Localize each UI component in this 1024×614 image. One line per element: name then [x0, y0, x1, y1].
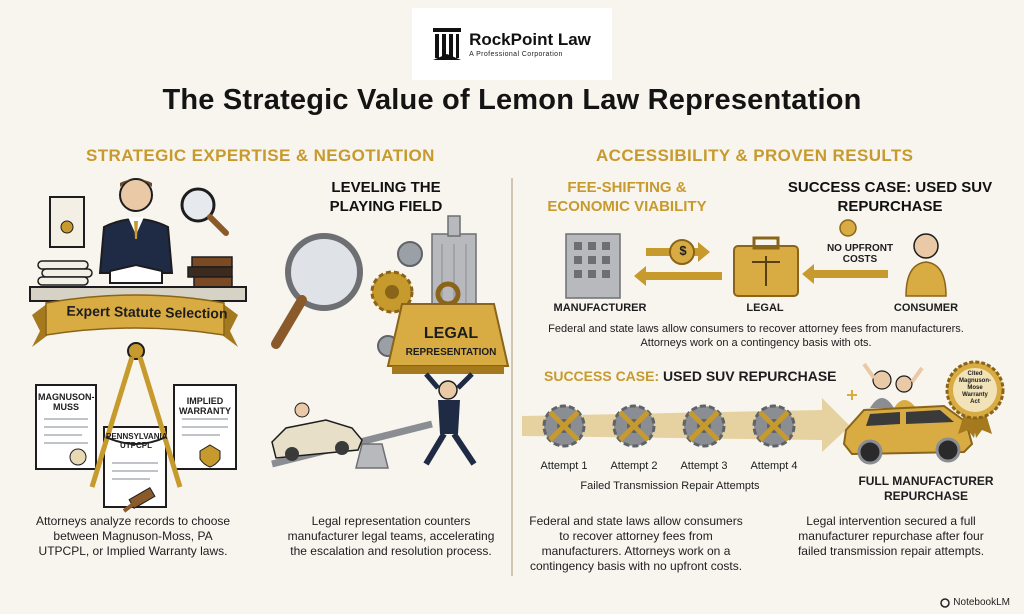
weight-label-legal: LEGAL [423, 325, 479, 342]
seal-icon [69, 448, 87, 466]
award-badge-label: Cited Magnuson-Mose Warranty Act [959, 371, 991, 405]
dollar-symbol: $ [679, 243, 687, 258]
attempt-label-1: Attempt 1 [540, 460, 588, 472]
left-caption-statutes: Attorneys analyze records to choose betw… [35, 514, 231, 558]
dollar-coin-icon [669, 239, 695, 265]
stacked-books-icon [187, 256, 233, 288]
ribbon-banner [45, 294, 225, 336]
right-caption-repurchase: Legal intervention secured a full manufa… [797, 514, 985, 558]
attorney-icon [98, 178, 174, 274]
page-title: The Strategic Value of Lemon Law Represe… [162, 84, 862, 116]
fee-shifting-title: FEE-SHIFTING & ECONOMIC VIABILITY [547, 179, 707, 215]
success-title-gold: SUCCESS CASE: [544, 368, 660, 384]
failed-gear-icon [542, 404, 586, 448]
suv-repurchase-illustration [842, 360, 1005, 465]
consumer-arrow-icon [802, 264, 888, 284]
gavel-icon [122, 486, 156, 513]
brand-logo: RockPoint Law A Professional Corporation [412, 8, 612, 80]
consumer-icon [905, 233, 947, 297]
attempt-label-4: Attempt 4 [750, 460, 798, 472]
large-magnifier-icon [271, 233, 363, 349]
brand-name: RockPoint Law [469, 30, 591, 49]
compass-icon [89, 342, 183, 488]
suv-icon [842, 404, 974, 465]
leveling-illustration [271, 215, 510, 469]
watermark: NotebookLM [940, 597, 1010, 608]
repair-attempts-illustration [522, 398, 850, 452]
manufacturer-building-icon [565, 233, 621, 299]
consumer-label: CONSUMER [893, 302, 959, 314]
leveling-title: LEVELING THE PLAYING FIELD [329, 179, 443, 215]
success-case-title: SUCCESS CASE: USED SUV REPURCHASE [544, 368, 837, 384]
failed-gear-icon [752, 404, 796, 448]
notebooklm-icon [940, 597, 951, 608]
lifting-man-icon [423, 372, 477, 466]
check-badge-icon [839, 219, 857, 237]
legal-label: LEGAL [746, 302, 784, 314]
legal-weight-icon [386, 281, 510, 374]
ribbon-label: Expert Statute Selection [66, 302, 228, 322]
celebrating-family-icon [862, 362, 924, 408]
left-caption-leveling: Legal representation counters manufactur… [287, 514, 495, 558]
attempt-label-2: Attempt 2 [610, 460, 658, 472]
watermark-text: NotebookLM [953, 597, 1010, 608]
attempt-label-3: Attempt 3 [680, 460, 728, 472]
no-upfront-label: NO UPFRONT COSTS [826, 243, 894, 265]
brand-tagline: A Professional Corporation [469, 51, 563, 58]
column-logo-icon [433, 28, 462, 60]
repurchase-outcome-label: FULL MANUFACTURER REPURCHASE [858, 474, 994, 503]
arrow-left-icon [634, 266, 722, 286]
open-book-icon [109, 263, 163, 284]
magnifier-icon [180, 187, 229, 236]
weight-label-representation: REPRESENTATION [405, 347, 497, 358]
success-top-title: SUCCESS CASE: USED SUV REPURCHASE [787, 179, 993, 215]
doc-label-magnuson: MAGNUSON-MUSS [38, 392, 95, 412]
failed-gear-icon [612, 404, 656, 448]
fee-flow-illustration [565, 219, 947, 299]
sparkle-icon [847, 390, 857, 400]
right-section-title: ACCESSIBILITY & PROVEN RESULTS [596, 146, 914, 165]
shield-check-icon [199, 444, 221, 468]
success-title-dark: USED SUV REPURCHASE [663, 368, 837, 384]
attorney-desk-illustration [29, 178, 247, 513]
left-section-title: STRATEGIC EXPERTISE & NEGOTIATION [86, 146, 435, 165]
manufacturer-label: MANUFACTURER [553, 302, 647, 314]
failed-gear-icon [682, 404, 726, 448]
fee-caption: Federal and state laws allow consumers t… [548, 323, 964, 349]
doc-label-pennsylvania: PENNSYLVANIA UTPCPL [106, 432, 168, 450]
scroll-icon [49, 196, 85, 248]
car-icon [271, 402, 363, 461]
ribbon-right-tail [222, 303, 238, 347]
doc-label-implied: IMPLIED WARRANTY [179, 396, 231, 416]
briefcase-icon [733, 236, 799, 297]
rolled-papers-icon [37, 260, 93, 286]
award-badge-icon [945, 360, 1005, 438]
gear-icon [397, 241, 423, 267]
section-divider [511, 178, 513, 576]
right-caption-fees: Federal and state laws allow consumers t… [529, 514, 743, 573]
attempts-caption: Failed Transmission Repair Attempts [580, 480, 760, 492]
ribbon-left-tail [32, 303, 48, 347]
